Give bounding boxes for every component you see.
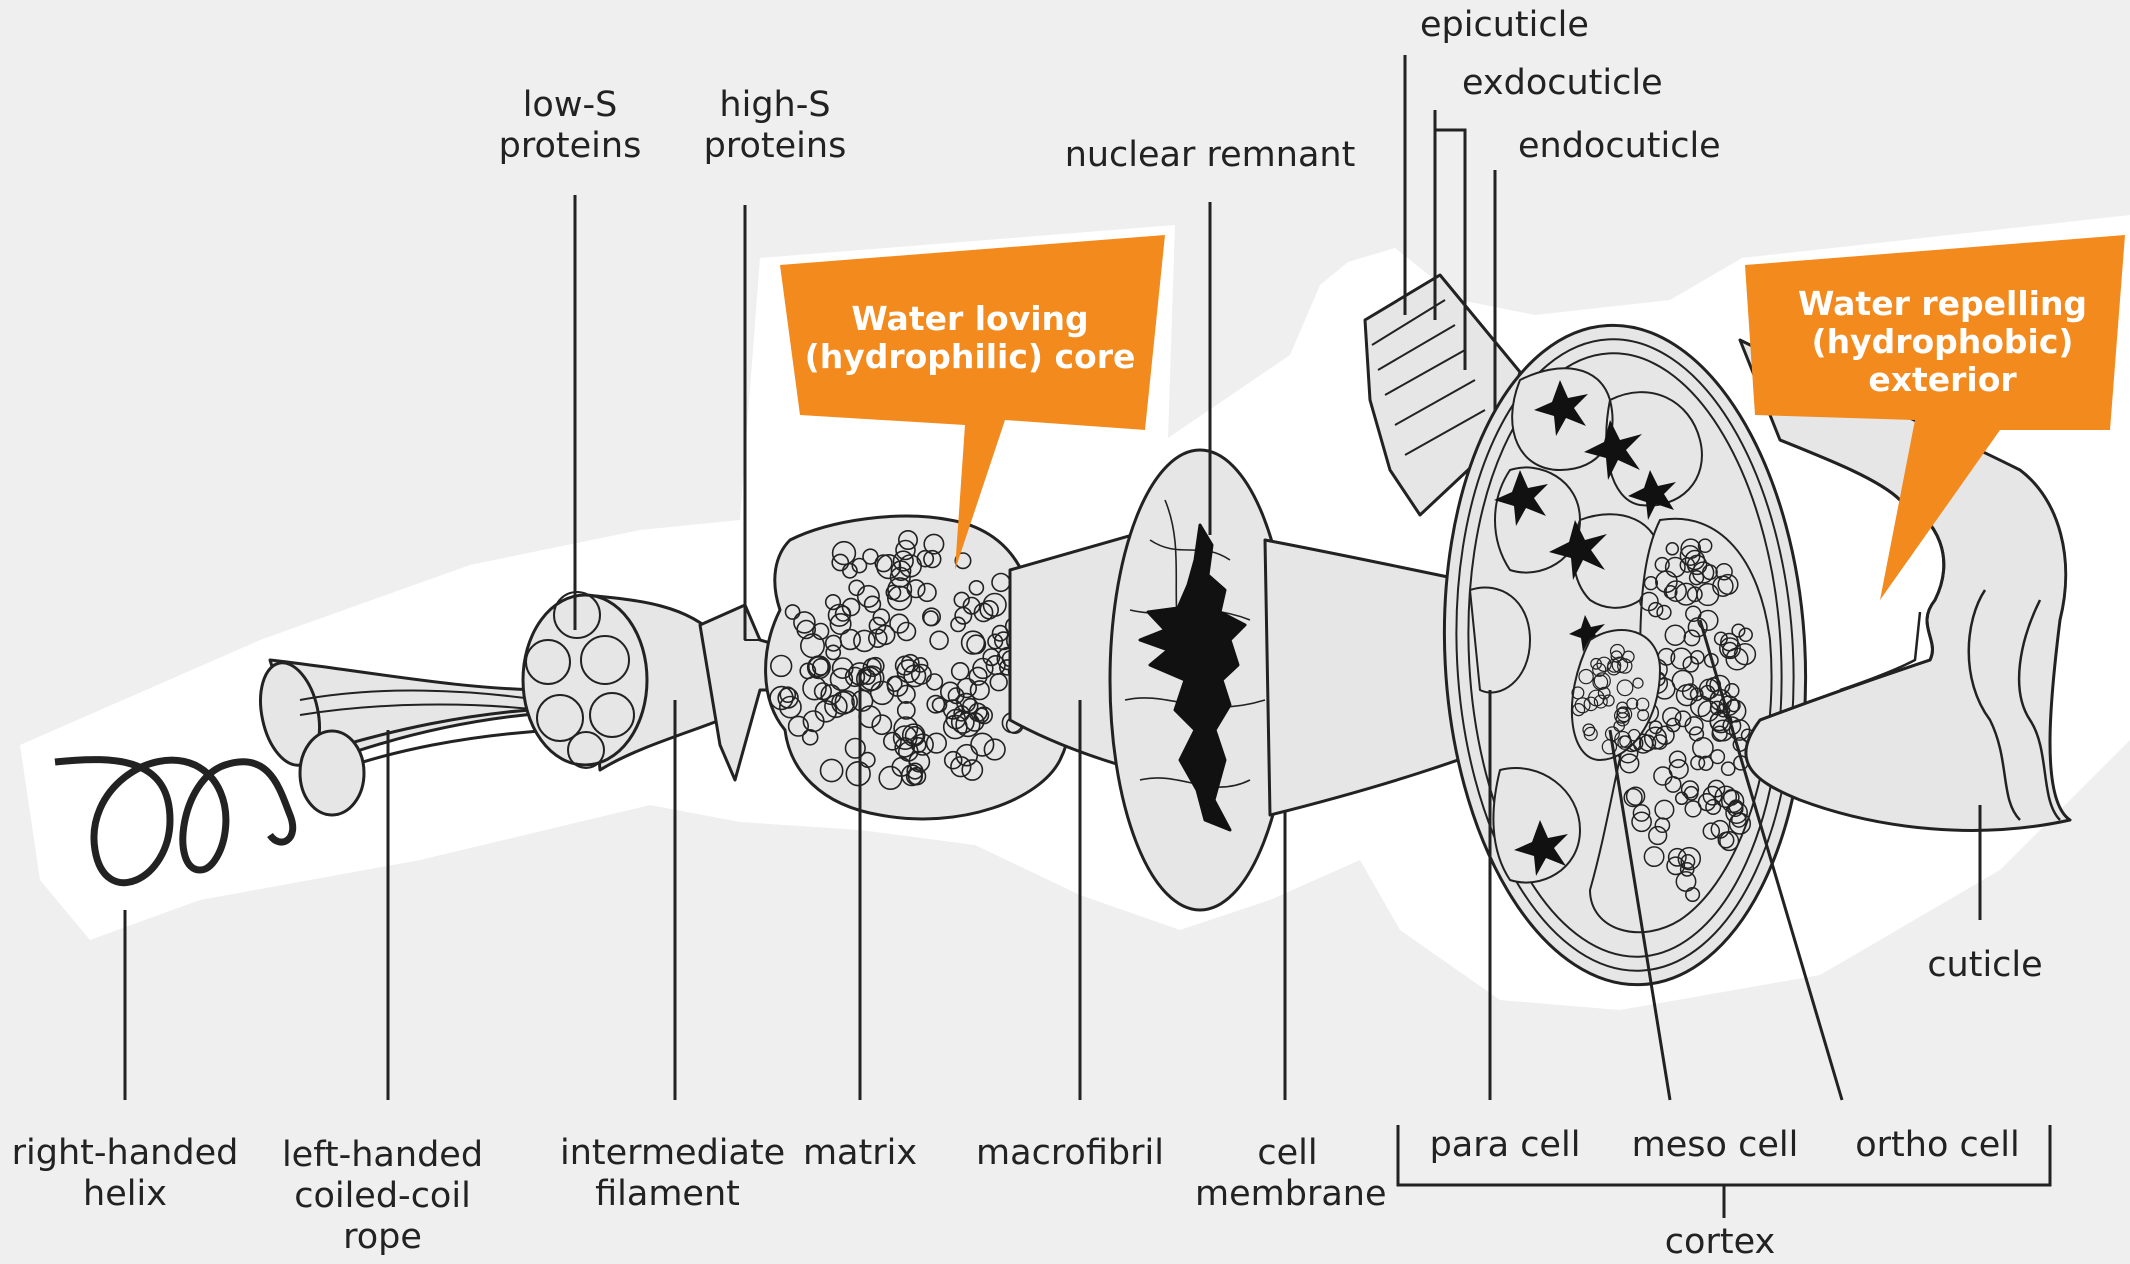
low-s-proteins-label: low-S proteins — [490, 85, 650, 167]
ortho-cell-label: ortho cell — [1850, 1125, 2025, 1166]
exocuticle-label: exdocuticle — [1462, 63, 1662, 104]
high-s-proteins-label: high-S proteins — [690, 85, 860, 167]
para-cell-label: para cell — [1425, 1125, 1585, 1166]
matrix-label: matrix — [800, 1133, 920, 1174]
cell-membrane-label: cell membrane — [1195, 1133, 1380, 1215]
right-handed-helix-label: right-handed helix — [5, 1133, 245, 1215]
cuticle-label: cuticle — [1915, 945, 2055, 986]
meso-cell-label: meso cell — [1630, 1125, 1800, 1166]
hydrophilic-callout-text: Water loving (hydrophilic) core — [800, 300, 1140, 376]
endocuticle-label: endocuticle — [1518, 126, 1718, 167]
hydrophobic-callout-text: Water repelling (hydrophobic) exterior — [1770, 285, 2115, 399]
cortex-label: cortex — [1640, 1222, 1800, 1263]
intermediate-filament-label: intermediate filament — [560, 1133, 775, 1215]
epicuticle-label: epicuticle — [1420, 5, 1590, 46]
nuclear-remnant-label: nuclear remnant — [1060, 135, 1360, 176]
left-handed-coiled-coil-rope-label: left-handed coiled-coil rope — [250, 1135, 515, 1258]
macrofibril-label: macrofibril — [965, 1133, 1175, 1174]
